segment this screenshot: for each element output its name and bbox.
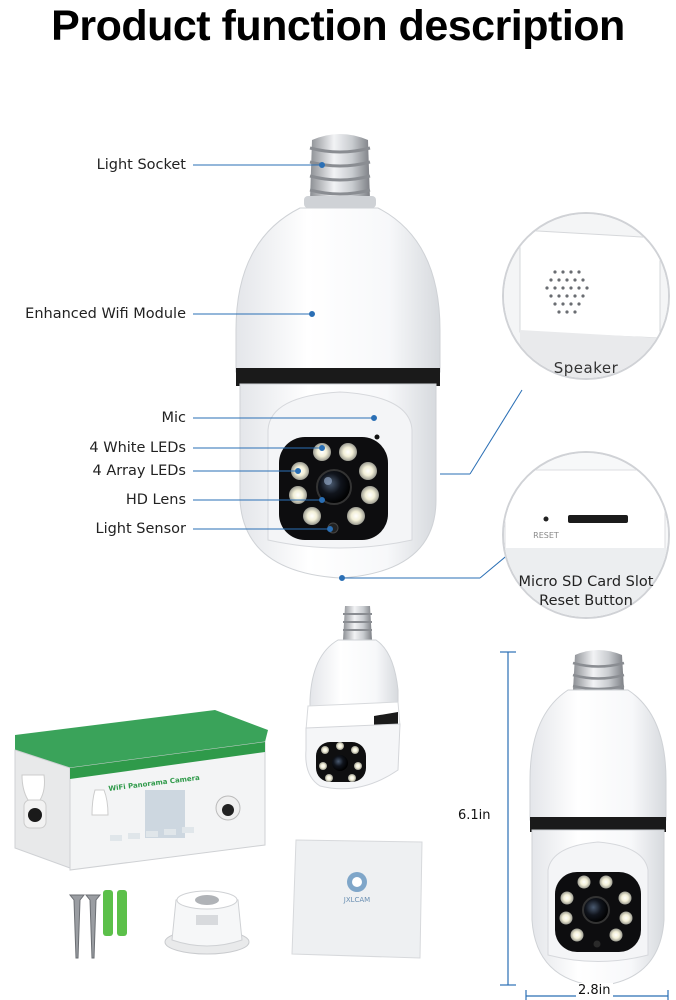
label-wifi-module: Enhanced Wifi Module	[25, 306, 186, 322]
callout-lines	[193, 162, 523, 581]
height-dimension: 6.1in	[458, 808, 491, 823]
page-title: Product function description	[51, 2, 625, 50]
label-mic: Mic	[161, 410, 186, 426]
package-box	[14, 710, 268, 871]
label-array-leds: 4 Array LEDs	[92, 463, 186, 479]
manual-brand: JXLCAM	[343, 896, 371, 904]
angled-camera-view	[305, 606, 401, 790]
sd-card-detail	[502, 451, 670, 619]
front-camera-view	[529, 650, 667, 987]
label-white-leds: 4 White LEDs	[89, 440, 186, 456]
main-bulb-camera	[235, 134, 441, 579]
sd-slot-caption: Micro SD Card Slot	[518, 574, 654, 590]
speaker-caption: Speaker	[553, 359, 619, 377]
reset-button-caption: Reset Button	[539, 593, 633, 609]
socket-adapter	[164, 890, 250, 955]
screws	[68, 894, 102, 959]
label-hd-lens: HD Lens	[125, 492, 186, 508]
wall-anchors	[103, 890, 127, 936]
speaker-detail	[502, 212, 670, 380]
label-light-socket: Light Socket	[96, 157, 186, 173]
reset-mark: RESET	[533, 531, 559, 540]
width-dimension: 2.8in	[576, 983, 613, 998]
user-manual	[291, 839, 423, 959]
label-light-sensor: Light Sensor	[95, 521, 187, 537]
